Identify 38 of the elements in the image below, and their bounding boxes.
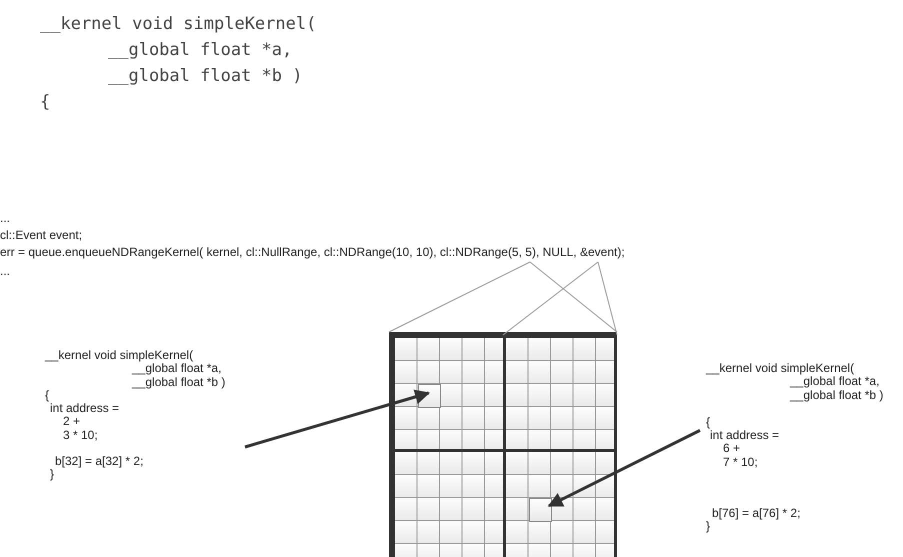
code-line: {: [44, 388, 50, 402]
code-line: 7 * 10;: [722, 456, 758, 470]
code-line: __kernel void simpleKernel(: [704, 362, 854, 376]
code-line: __global float *b ): [788, 388, 884, 402]
work-group-grid: [503, 449, 617, 557]
connector-line: [502, 262, 598, 336]
connector-line: [598, 262, 618, 336]
code-line: 6 +: [722, 442, 740, 456]
code-line: b[76] = a[76] * 2;: [711, 507, 800, 520]
code-line: __global float *a,: [108, 40, 292, 60]
arrow: [244, 390, 430, 448]
work-group-grid: [392, 335, 506, 452]
code-line: __global float *a,: [132, 362, 222, 376]
code-line: err = queue.enqueueNDRangeKernel( kernel, cl::NullRange, cl::NDRange(10, 10), cl::NDRange(5, 5), NULL, &event);: [0, 244, 625, 261]
work-group-grid: [392, 449, 506, 557]
code-line: ...: [0, 210, 10, 227]
code-line: ...: [0, 264, 10, 278]
code-line: int address =: [49, 402, 120, 416]
arrow: [548, 429, 701, 508]
code-line: 2 +: [62, 415, 80, 429]
code-line: __kernel void simpleKernel(: [44, 349, 194, 362]
code-line: __kernel void simpleKernel(: [40, 14, 316, 34]
ndrange-grid: [389, 332, 617, 557]
work-group-grid: [503, 335, 617, 452]
code-line: int address =: [710, 429, 780, 442]
code-line: }: [705, 520, 710, 534]
work-item-cell: [528, 498, 552, 522]
connector-line: [388, 262, 530, 332]
code-line: b[32] = a[32] * 2;: [54, 455, 144, 468]
code-line: {: [705, 416, 710, 430]
connector-line: [530, 262, 618, 332]
code-line: __global float *b ): [130, 376, 226, 389]
code-line: cl::Event event;: [0, 227, 82, 244]
code-line: {: [40, 92, 50, 112]
code-line: 3 * 10;: [62, 428, 98, 442]
code-line: __global float *b ): [108, 66, 302, 86]
code-line: }: [49, 468, 54, 482]
code-line: __global float *a,: [790, 375, 880, 389]
